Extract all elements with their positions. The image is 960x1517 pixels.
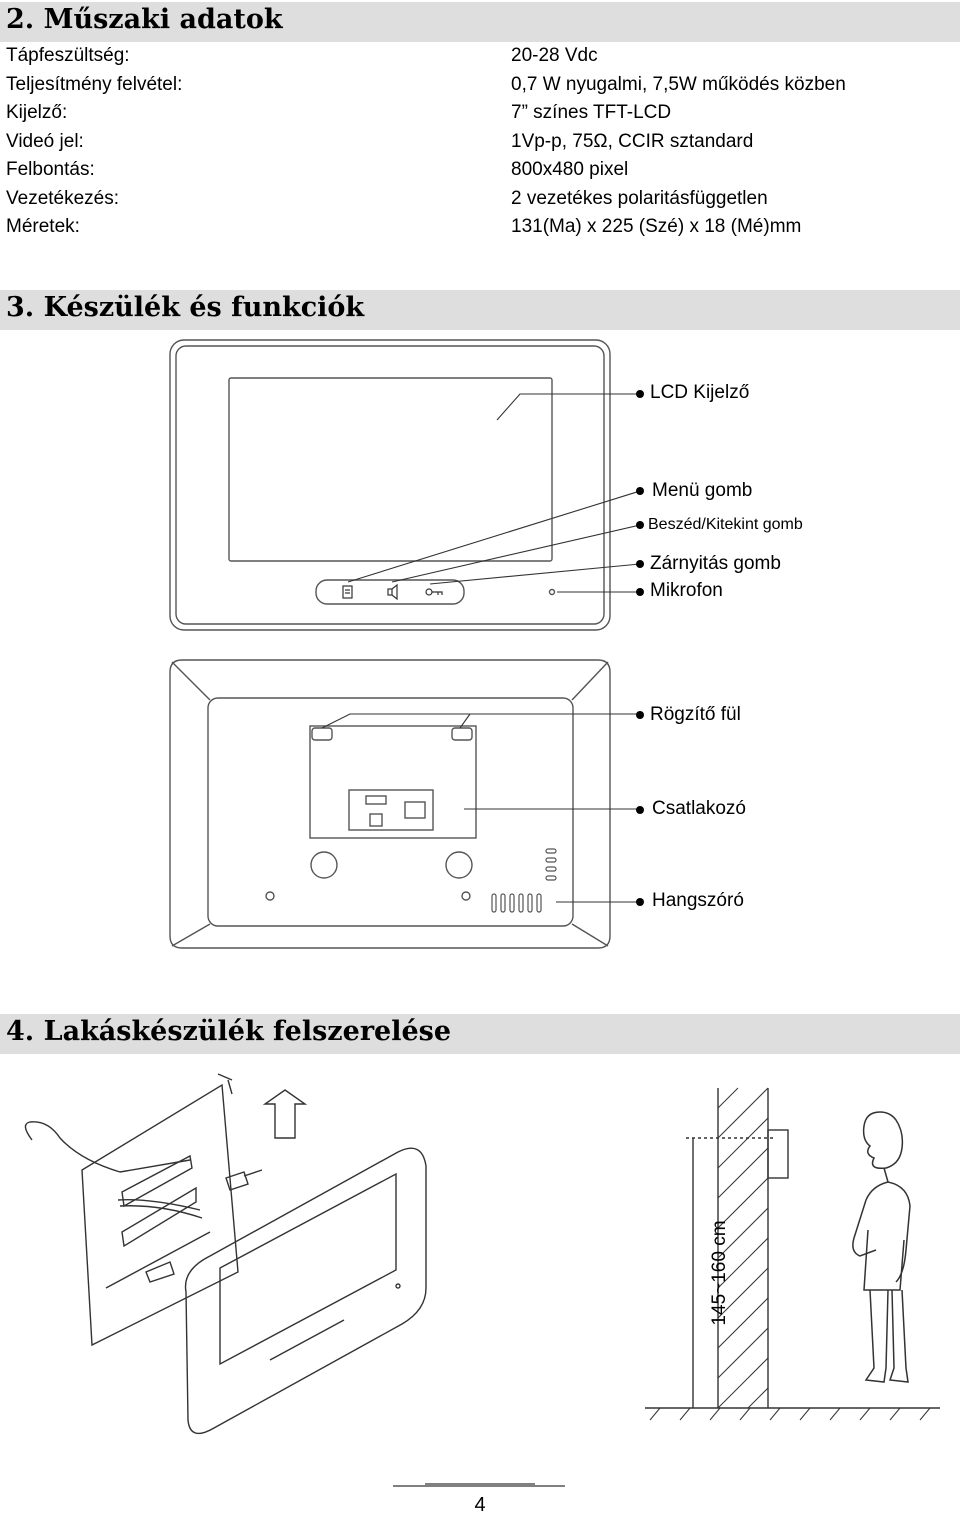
mounting-tab-left bbox=[311, 727, 333, 741]
callout-dot bbox=[636, 898, 644, 906]
callout-unlock-button: Zárnyitás gomb bbox=[650, 553, 781, 574]
cable bbox=[24, 1121, 191, 1173]
floor-hatch bbox=[649, 1407, 931, 1421]
section-title-device: 3. Készülék és funkciók bbox=[6, 292, 365, 323]
down-arrow bbox=[262, 1089, 308, 1139]
spec-label: Teljesítmény felvétel: bbox=[6, 74, 183, 95]
spec-value: 800x480 pixel bbox=[511, 159, 629, 180]
connector-block bbox=[348, 789, 434, 831]
monitor-screen bbox=[219, 1172, 397, 1366]
mounting-tab-right bbox=[451, 727, 473, 741]
callout-dot bbox=[636, 390, 644, 398]
height-dimension-label: 145~160 cm bbox=[709, 1220, 730, 1326]
back-plate bbox=[309, 725, 477, 839]
mounted-unit bbox=[767, 1129, 789, 1179]
spec-label: Tápfeszültség: bbox=[6, 45, 130, 66]
spec-value: 20-28 Vdc bbox=[511, 45, 598, 66]
back-inner-recess bbox=[207, 697, 574, 927]
speaker-icon bbox=[387, 583, 398, 601]
spec-value: 2 vezetékes polaritásfüggetlen bbox=[511, 188, 768, 209]
spec-label: Felbontás: bbox=[6, 159, 95, 180]
section-header-install bbox=[0, 1014, 960, 1054]
callout-dot bbox=[636, 588, 644, 596]
monitor-body bbox=[184, 1147, 427, 1435]
leader-talk bbox=[391, 524, 641, 583]
microphone-hole bbox=[548, 588, 556, 596]
spec-value: 0,7 W nyugalmi, 7,5W működés közben bbox=[511, 74, 846, 95]
callout-speaker: Hangszóró bbox=[652, 890, 744, 911]
callout-talk-button: Beszéd/Kitekint gomb bbox=[648, 516, 803, 533]
callout-dot bbox=[636, 487, 644, 495]
spec-value: 131(Ma) x 225 (Szé) x 18 (Mé)mm bbox=[511, 216, 802, 237]
footer-rule bbox=[393, 1483, 565, 1487]
menu-icon bbox=[342, 585, 353, 599]
callout-microphone: Mikrofon bbox=[650, 580, 723, 601]
spec-value: 7” színes TFT-LCD bbox=[511, 102, 672, 123]
wall-bracket bbox=[81, 1083, 239, 1347]
spec-label: Vezetékezés: bbox=[6, 188, 120, 209]
spec-value: 1Vp-p, 75Ω, CCIR sztandard bbox=[511, 131, 754, 152]
key-icon bbox=[425, 588, 443, 596]
callout-dot bbox=[636, 711, 644, 719]
front-outer-frame bbox=[169, 339, 611, 631]
speaker-grille bbox=[491, 848, 557, 913]
device-back-diagram bbox=[169, 659, 640, 949]
button-panel bbox=[315, 579, 465, 605]
section-title-specs: 2. Műszaki adatok bbox=[6, 4, 283, 35]
spec-label: Videó jel: bbox=[6, 131, 84, 152]
callout-lcd: LCD Kijelző bbox=[650, 382, 750, 403]
installation-exploded-diagram bbox=[24, 1073, 940, 1435]
screw-top bbox=[225, 1169, 263, 1191]
section-header-specs bbox=[0, 2, 960, 42]
callout-connector: Csatlakozó bbox=[652, 798, 746, 819]
page-number: 4 bbox=[474, 1494, 486, 1516]
leader-lcd bbox=[496, 393, 640, 421]
callout-dot bbox=[636, 806, 644, 814]
screw-hole-right bbox=[445, 851, 473, 879]
screw-hole-left bbox=[310, 851, 338, 879]
callout-dot bbox=[636, 521, 644, 529]
person-figure bbox=[852, 1111, 911, 1383]
front-inner-frame bbox=[175, 345, 605, 625]
leader-unlock bbox=[429, 563, 641, 585]
spec-label: Kijelző: bbox=[6, 102, 68, 123]
wall-hatch bbox=[717, 1087, 769, 1409]
leader-menu bbox=[347, 490, 641, 583]
section-title-install: 4. Lakáskészülék felszerelése bbox=[6, 1016, 452, 1047]
callout-mounting-tab: Rögzítő fül bbox=[650, 704, 741, 725]
back-outer-shell bbox=[169, 659, 611, 949]
screw-bottom bbox=[145, 1261, 175, 1283]
callout-dot bbox=[636, 560, 644, 568]
lcd-screen bbox=[228, 377, 553, 562]
spec-label: Méretek: bbox=[6, 216, 80, 237]
callout-menu-button: Menü gomb bbox=[652, 480, 753, 501]
device-front-diagram bbox=[169, 339, 641, 631]
leader-mount-tab bbox=[321, 713, 640, 729]
section-header-device bbox=[0, 290, 960, 330]
